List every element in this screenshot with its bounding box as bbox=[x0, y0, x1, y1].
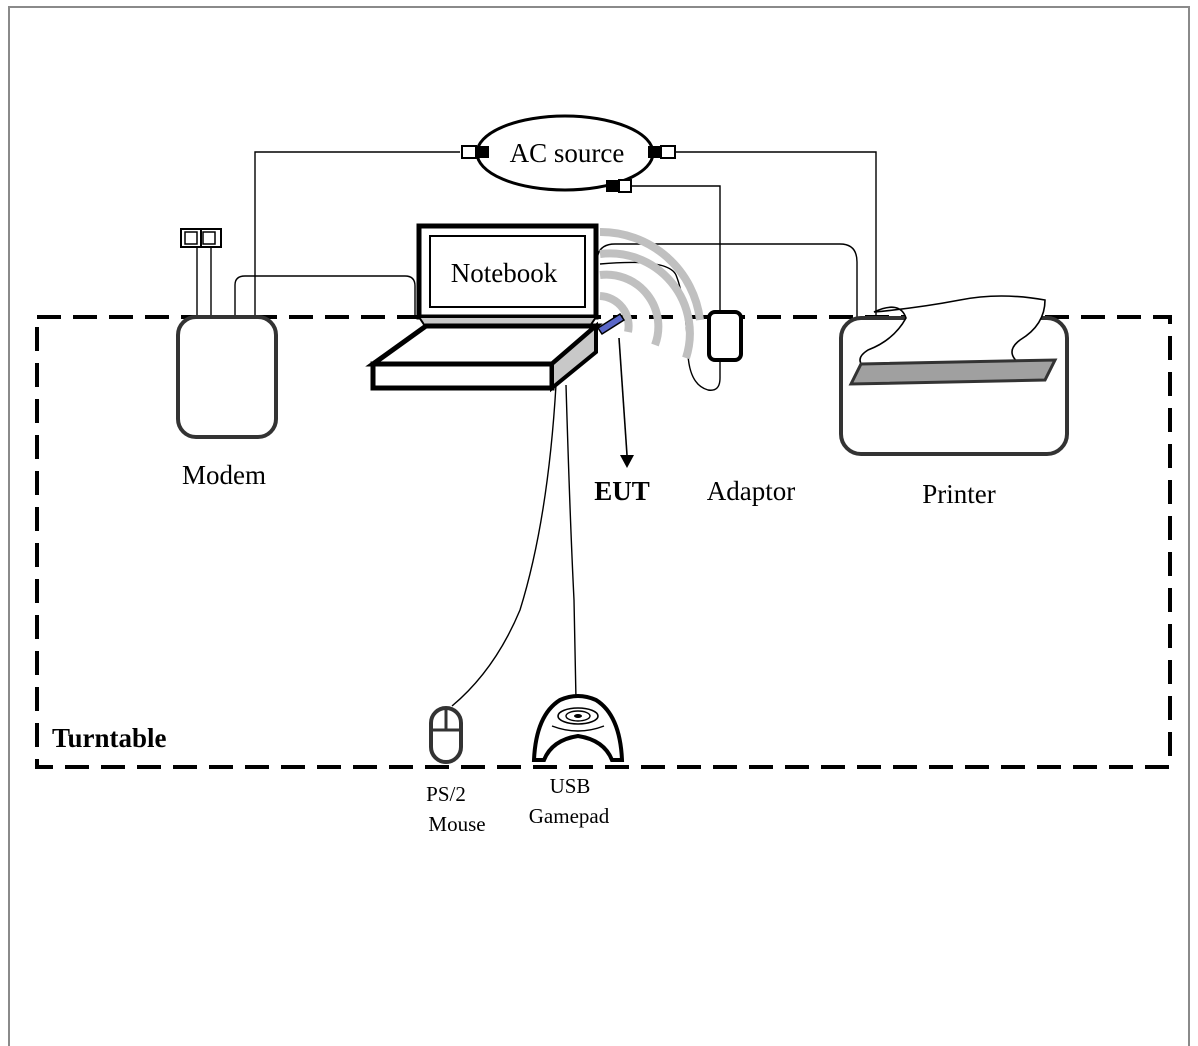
cable-ac-to-printer bbox=[675, 151, 877, 318]
notebook-label: Notebook bbox=[451, 258, 558, 288]
ac-source-label: AC source bbox=[510, 138, 625, 168]
adaptor-icon bbox=[707, 310, 743, 362]
page-border bbox=[8, 6, 1190, 1046]
eut-label: EUT bbox=[594, 476, 650, 506]
turntable-label: Turntable bbox=[52, 723, 167, 753]
cable-notebook-to-mouse bbox=[451, 384, 557, 707]
modem-icon bbox=[176, 315, 278, 439]
cable-modem-to-notebook bbox=[234, 275, 416, 318]
eut-arrow bbox=[618, 337, 634, 468]
phone-jack-icon bbox=[180, 228, 222, 248]
cable-ac-to-modem bbox=[254, 151, 460, 318]
gamepad-label-line2: Gamepad bbox=[529, 804, 610, 828]
wiring bbox=[196, 151, 877, 707]
cable-ac-to-adaptor bbox=[630, 185, 721, 318]
ac-plug-bottom bbox=[606, 180, 618, 192]
wireless-signal-icon bbox=[599, 227, 704, 360]
ac-plug-left bbox=[461, 145, 477, 159]
mouse-label-line2: Mouse bbox=[428, 812, 485, 836]
modem-label: Modem bbox=[182, 460, 266, 490]
adaptor-label: Adaptor bbox=[707, 476, 795, 506]
notebook-icon bbox=[365, 223, 603, 393]
mouse-icon bbox=[429, 706, 463, 764]
cable-notebook-to-gamepad bbox=[565, 384, 577, 701]
gamepad-icon bbox=[531, 694, 625, 762]
ac-source: AC source bbox=[461, 114, 676, 193]
ac-plug-right bbox=[648, 146, 660, 158]
mouse-label-line1: PS/2 bbox=[426, 782, 466, 806]
cable-notebook-to-printer bbox=[596, 243, 858, 318]
gamepad-label-line1: USB bbox=[550, 774, 591, 798]
usb-dongle-icon bbox=[596, 312, 626, 336]
printer-icon bbox=[839, 295, 1069, 456]
printer-label: Printer bbox=[922, 479, 996, 509]
